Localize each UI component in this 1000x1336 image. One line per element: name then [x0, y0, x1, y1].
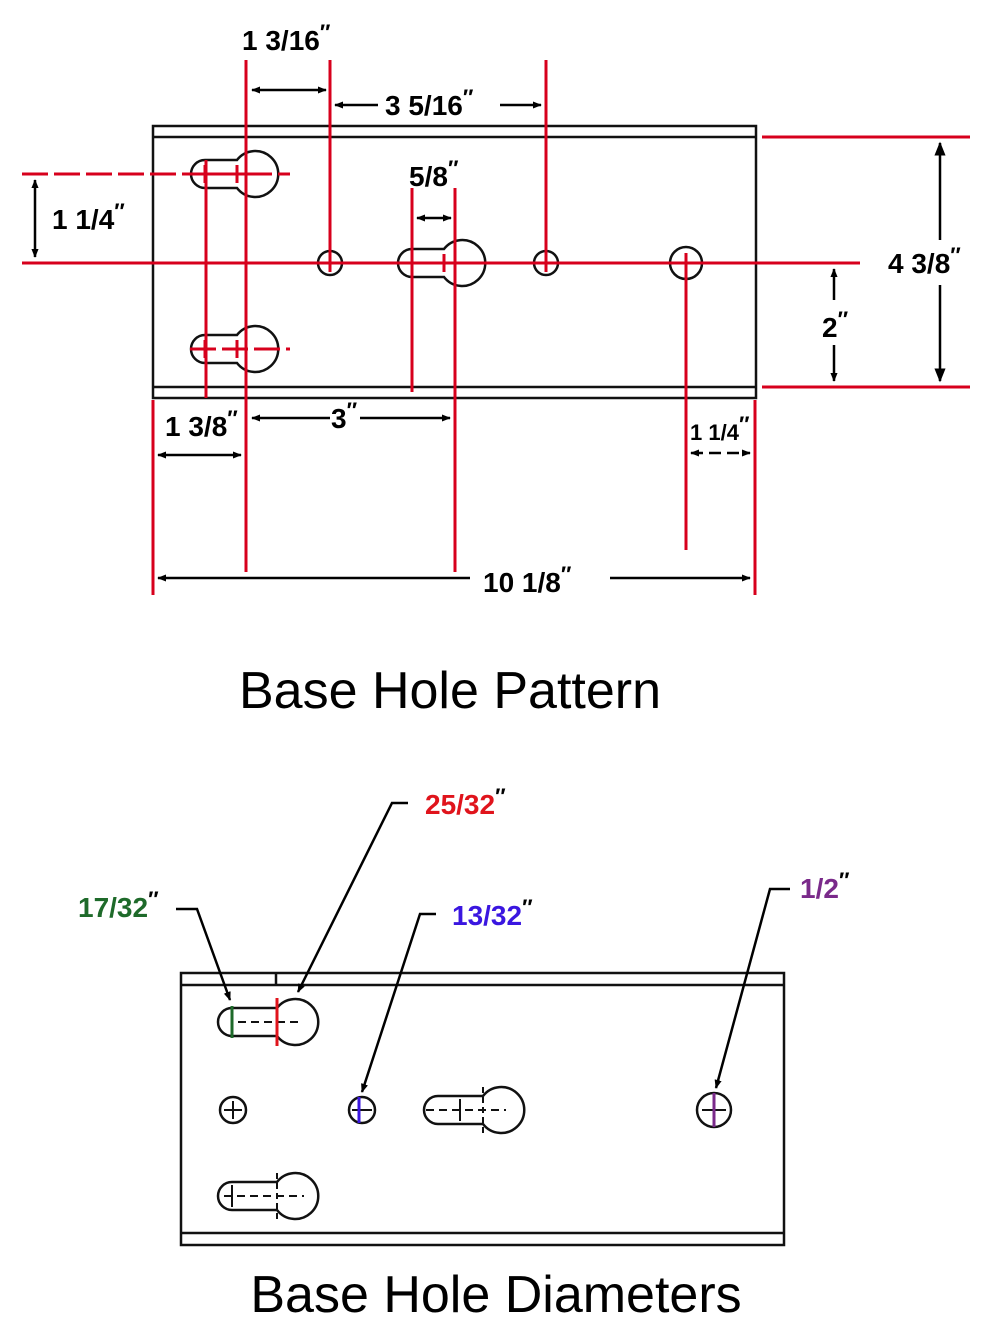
dim-4-3-8: 4 3/8 [888, 248, 950, 279]
hole-crosshairs [196, 165, 696, 358]
dim-1-3-16: 1 3/16 [242, 25, 320, 56]
hole-diameters-diagram: 25/32″ 17/32″ 13/32″ 1/2″ Base Hole Diam… [78, 784, 850, 1324]
svg-text:3 5/16″: 3 5/16″ [385, 85, 474, 121]
svg-text:1 1/4″: 1 1/4″ [52, 199, 125, 235]
inch-mark: ″ [950, 243, 961, 268]
callout-13-32: 13/32 [452, 900, 522, 931]
svg-text:1 3/16″: 1 3/16″ [242, 20, 331, 56]
dimension-arrows [31, 86, 946, 582]
hole-pattern-diagram: 1 3/16″ 3 5/16″ 5/8″ 1 1/4″ 4 3/8″ 2″ 1 … [22, 20, 970, 720]
svg-text:2″: 2″ [822, 307, 849, 343]
dim-1-1-4-right: 1 1/4 [690, 420, 740, 445]
hole-centre-marks [224, 1021, 726, 1219]
inch-mark: ″ [522, 895, 533, 920]
svg-text:1 1/4″: 1 1/4″ [690, 412, 750, 445]
inch-mark: ″ [463, 85, 474, 110]
keyhole-slot-middle [422, 1085, 526, 1135]
svg-text:25/32″: 25/32″ [425, 784, 506, 820]
dim-3-5-16: 3 5/16 [385, 90, 463, 121]
svg-text:10 1/8″: 10 1/8″ [483, 562, 572, 598]
inch-mark: ″ [495, 784, 506, 809]
dim-2: 2 [822, 312, 838, 343]
inch-mark: ″ [114, 199, 125, 224]
inch-mark: ″ [561, 562, 572, 587]
inch-mark: ″ [839, 868, 850, 893]
svg-text:5/8″: 5/8″ [409, 156, 459, 192]
pattern-caption: Base Hole Pattern [239, 662, 661, 720]
dim-3: 3 [331, 403, 347, 434]
leader-lines [176, 801, 790, 1093]
svg-text:13/32″: 13/32″ [452, 895, 533, 931]
dim-1-3-8: 1 3/8 [165, 411, 227, 442]
holes-2 [216, 997, 733, 1221]
base-plate-outline-2 [179, 971, 786, 1247]
inch-mark: ″ [448, 156, 459, 181]
inch-mark: ″ [148, 887, 159, 912]
callout-17-32: 17/32 [78, 892, 148, 923]
inch-mark: ″ [227, 406, 238, 431]
svg-text:3″: 3″ [331, 398, 358, 434]
diameter-marks [230, 998, 716, 1127]
callout-1-2: 1/2 [800, 873, 839, 904]
inch-mark: ″ [739, 412, 750, 437]
callout-25-32: 25/32 [425, 789, 495, 820]
svg-text:17/32″: 17/32″ [78, 887, 159, 923]
callout-labels: 25/32″ 17/32″ 13/32″ 1/2″ [78, 784, 850, 931]
svg-text:1/2″: 1/2″ [800, 868, 850, 904]
inch-mark: ″ [347, 398, 358, 423]
dim-10-1-8: 10 1/8 [483, 567, 561, 598]
dimension-labels: 1 3/16″ 3 5/16″ 5/8″ 1 1/4″ 4 3/8″ 2″ 1 … [52, 20, 961, 598]
inch-mark: ″ [320, 20, 331, 45]
svg-text:1 3/8″: 1 3/8″ [165, 406, 238, 442]
dim-5-8: 5/8 [409, 161, 448, 192]
diameters-caption: Base Hole Diameters [250, 1266, 741, 1324]
dim-1-1-4-left: 1 1/4 [52, 204, 115, 235]
svg-text:4 3/8″: 4 3/8″ [888, 243, 961, 279]
inch-mark: ″ [838, 307, 849, 332]
